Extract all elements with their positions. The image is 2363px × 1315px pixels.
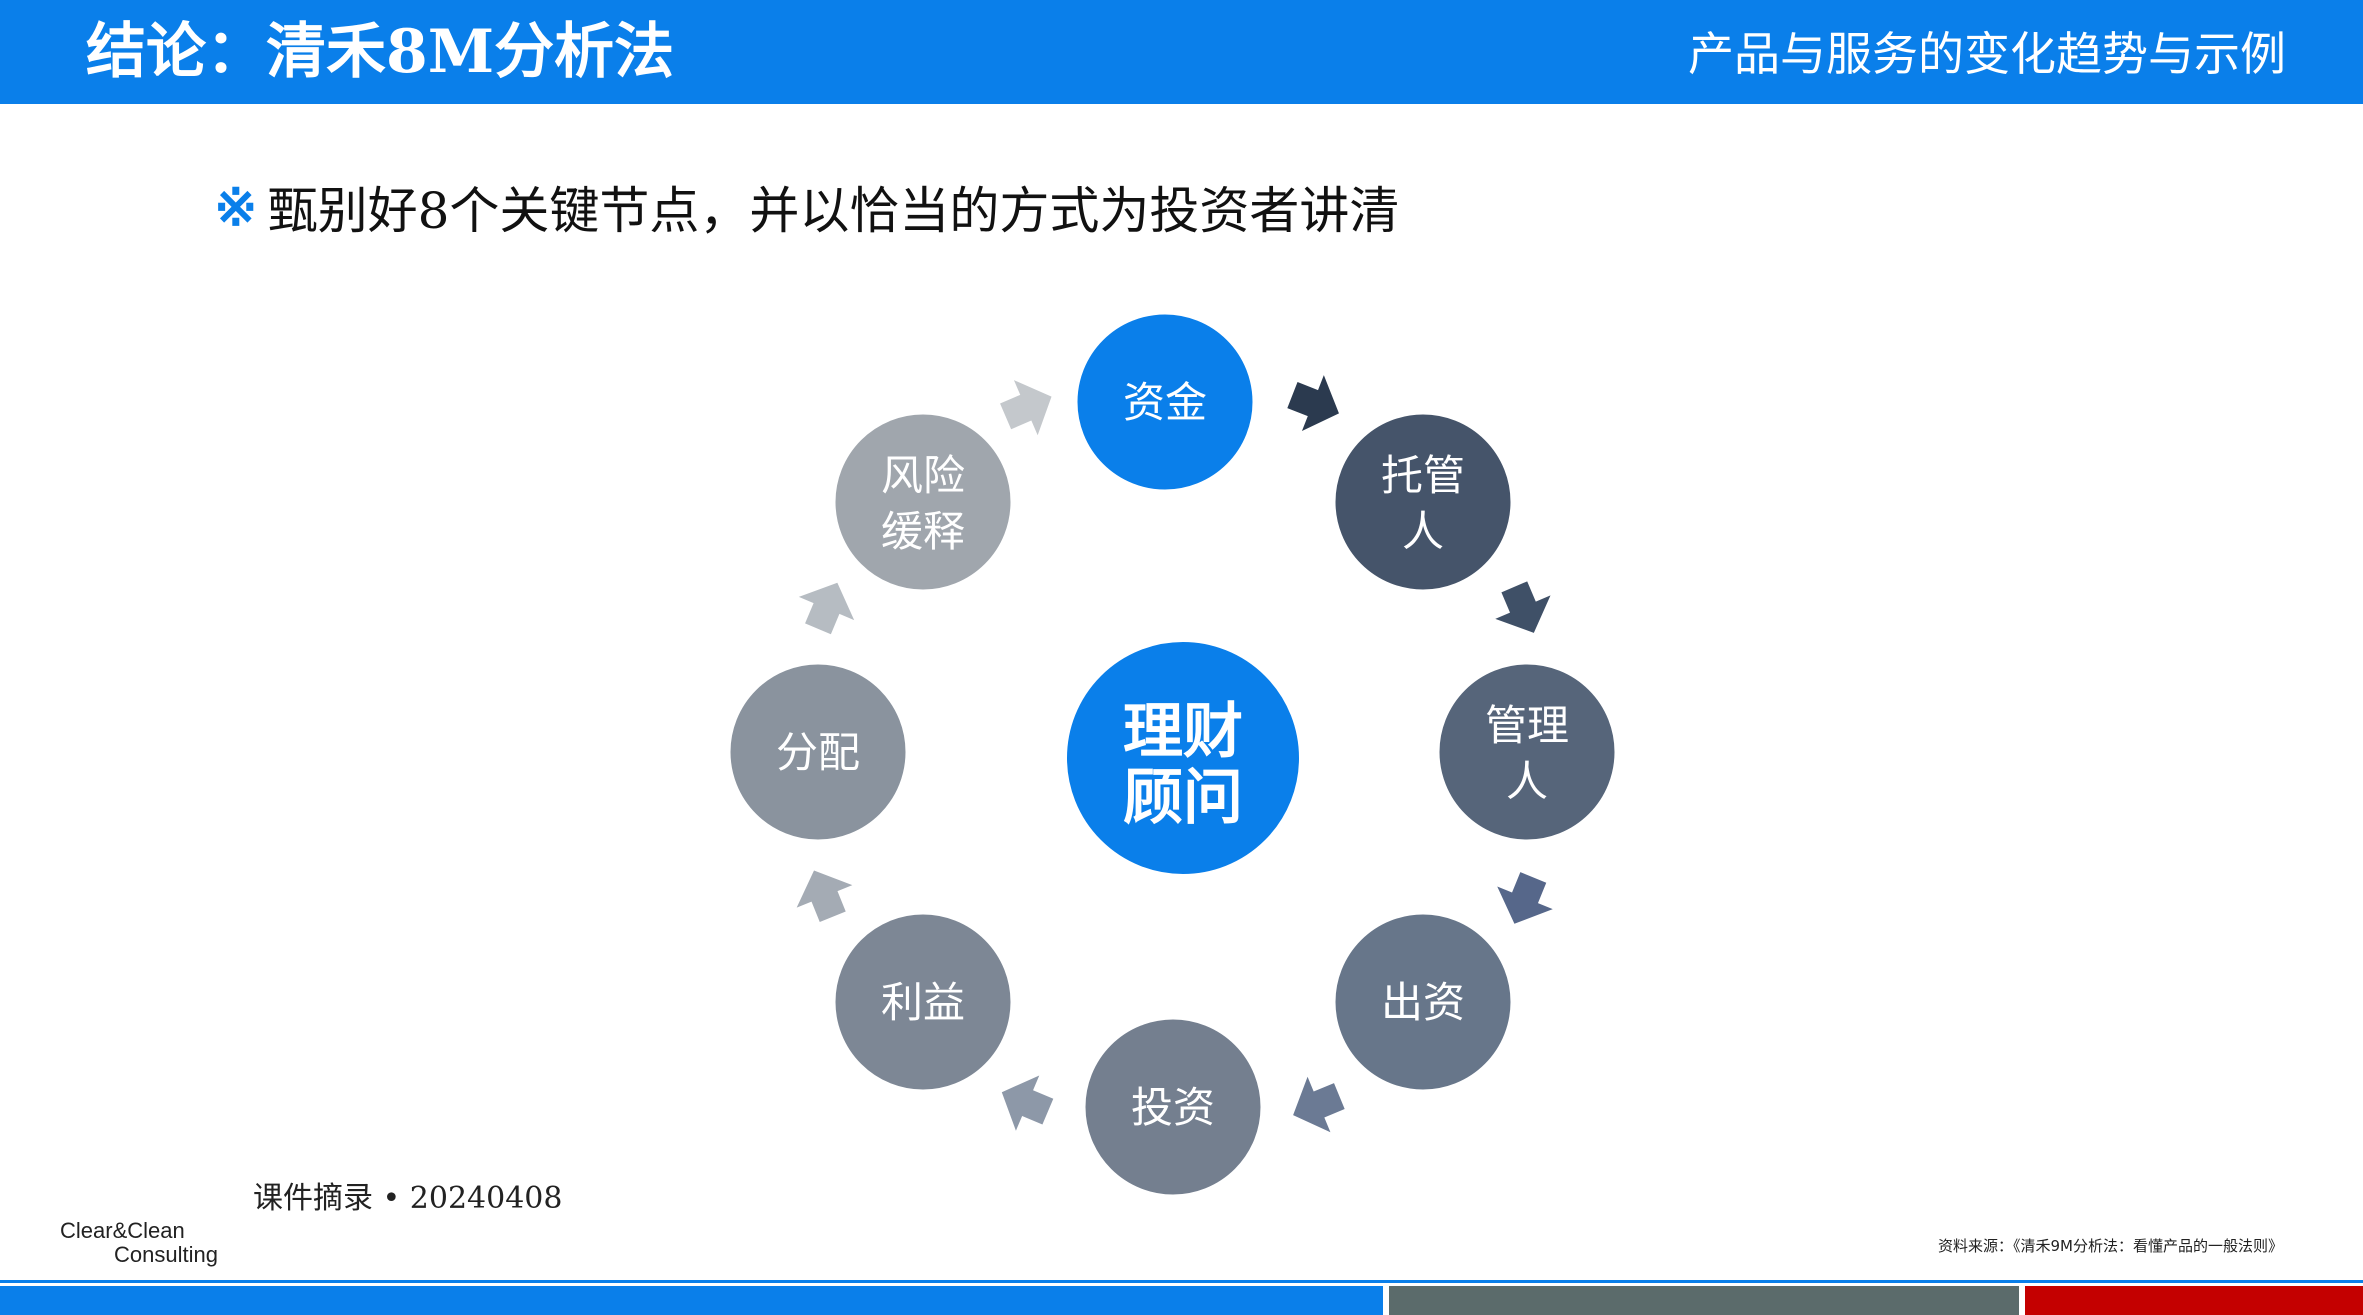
- node-guanliren: 管理人: [1436, 661, 1618, 843]
- logo-line2: Consulting: [114, 1242, 218, 1267]
- node-circle: [1436, 661, 1618, 843]
- node-chuzi: 出资: [1332, 911, 1514, 1093]
- arrow-icon: [1287, 375, 1339, 432]
- node-circle: [1332, 911, 1514, 1093]
- key-point: ※ 甄别好8个关键节点，并以恰当的方式为投资者讲清: [214, 172, 1399, 242]
- reference-mark-icon: ※: [214, 176, 258, 238]
- node-liyi: 利益: [832, 911, 1014, 1093]
- header-bar: 结论：清禾8M分析法 产品与服务的变化趋势与示例: [0, 0, 2363, 104]
- node-circle: [727, 661, 909, 843]
- arrow-icon: [1495, 581, 1551, 633]
- courseware-note: 课件摘录 • 20240408: [253, 1181, 563, 1216]
- node-circle: [832, 911, 1014, 1093]
- center-node-label-line2: 顾问: [1123, 763, 1243, 833]
- node-circle: [1082, 1016, 1264, 1198]
- arrow-icon: [1497, 872, 1553, 924]
- node-circle: [832, 411, 1014, 593]
- center-node-circle: [1063, 638, 1303, 878]
- node-label-line1: 出资: [1381, 978, 1465, 1027]
- node-label-line1: 分配: [776, 728, 860, 777]
- node-label-line1: 资金: [1123, 378, 1207, 427]
- node-label-line1: 投资: [1131, 1083, 1215, 1132]
- arrow-icon: [1001, 1075, 1054, 1131]
- cycle-arrow: [1000, 380, 1052, 436]
- node-label-line2: 人: [1506, 757, 1548, 806]
- node-label-line1: 利益: [881, 978, 965, 1027]
- center-node: 理财 顾问: [1063, 638, 1303, 878]
- node-circle: [1074, 311, 1256, 493]
- company-logo: Clear&Clean Consulting: [60, 1219, 218, 1267]
- footer-bar-red: [2025, 1286, 2363, 1315]
- source-citation: 资料来源：《清禾9M分析法：看懂产品的一般法则》: [1938, 1237, 2283, 1255]
- cycle-arrow: [1495, 581, 1551, 633]
- arrow-icon: [1293, 1076, 1345, 1133]
- footer-bar-blue: [0, 1286, 1383, 1315]
- node-label-line2: 缓释: [881, 507, 965, 556]
- cycle-arrow: [1287, 375, 1339, 432]
- cycle-arrow: [1001, 1075, 1054, 1131]
- node-label-line1: 风险: [881, 451, 965, 500]
- node-circle: [1332, 411, 1514, 593]
- node-label-line1: 管理: [1485, 701, 1569, 750]
- node-zijin: 资金: [1074, 311, 1256, 493]
- arrow-icon: [798, 582, 855, 635]
- footer-divider: [0, 1280, 2363, 1283]
- arrow-icon: [796, 870, 853, 923]
- cycle-arrow: [1497, 872, 1553, 924]
- cycle-arrow: [798, 582, 855, 635]
- section-subtitle: 产品与服务的变化趋势与示例: [1688, 27, 2286, 81]
- cycle-arrows: [796, 375, 1553, 1133]
- center-node-label-line1: 理财: [1123, 697, 1243, 767]
- node-label-line2: 人: [1402, 507, 1444, 556]
- node-label-line1: 托管: [1381, 451, 1465, 500]
- footer-bar-gray: [1389, 1286, 2019, 1315]
- node-tuoguanren: 托管人: [1332, 411, 1514, 593]
- cycle-arrow: [1293, 1076, 1345, 1133]
- page-title: 结论：清禾8M分析法: [86, 17, 675, 87]
- node-touzi: 投资: [1082, 1016, 1264, 1198]
- node-fenpei: 分配: [727, 661, 909, 843]
- logo-line1: Clear&Clean: [60, 1218, 185, 1243]
- arrow-icon: [1000, 380, 1052, 436]
- cycle-arrow: [796, 870, 853, 923]
- key-point-text: 甄别好8个关键节点，并以恰当的方式为投资者讲清: [267, 182, 1400, 240]
